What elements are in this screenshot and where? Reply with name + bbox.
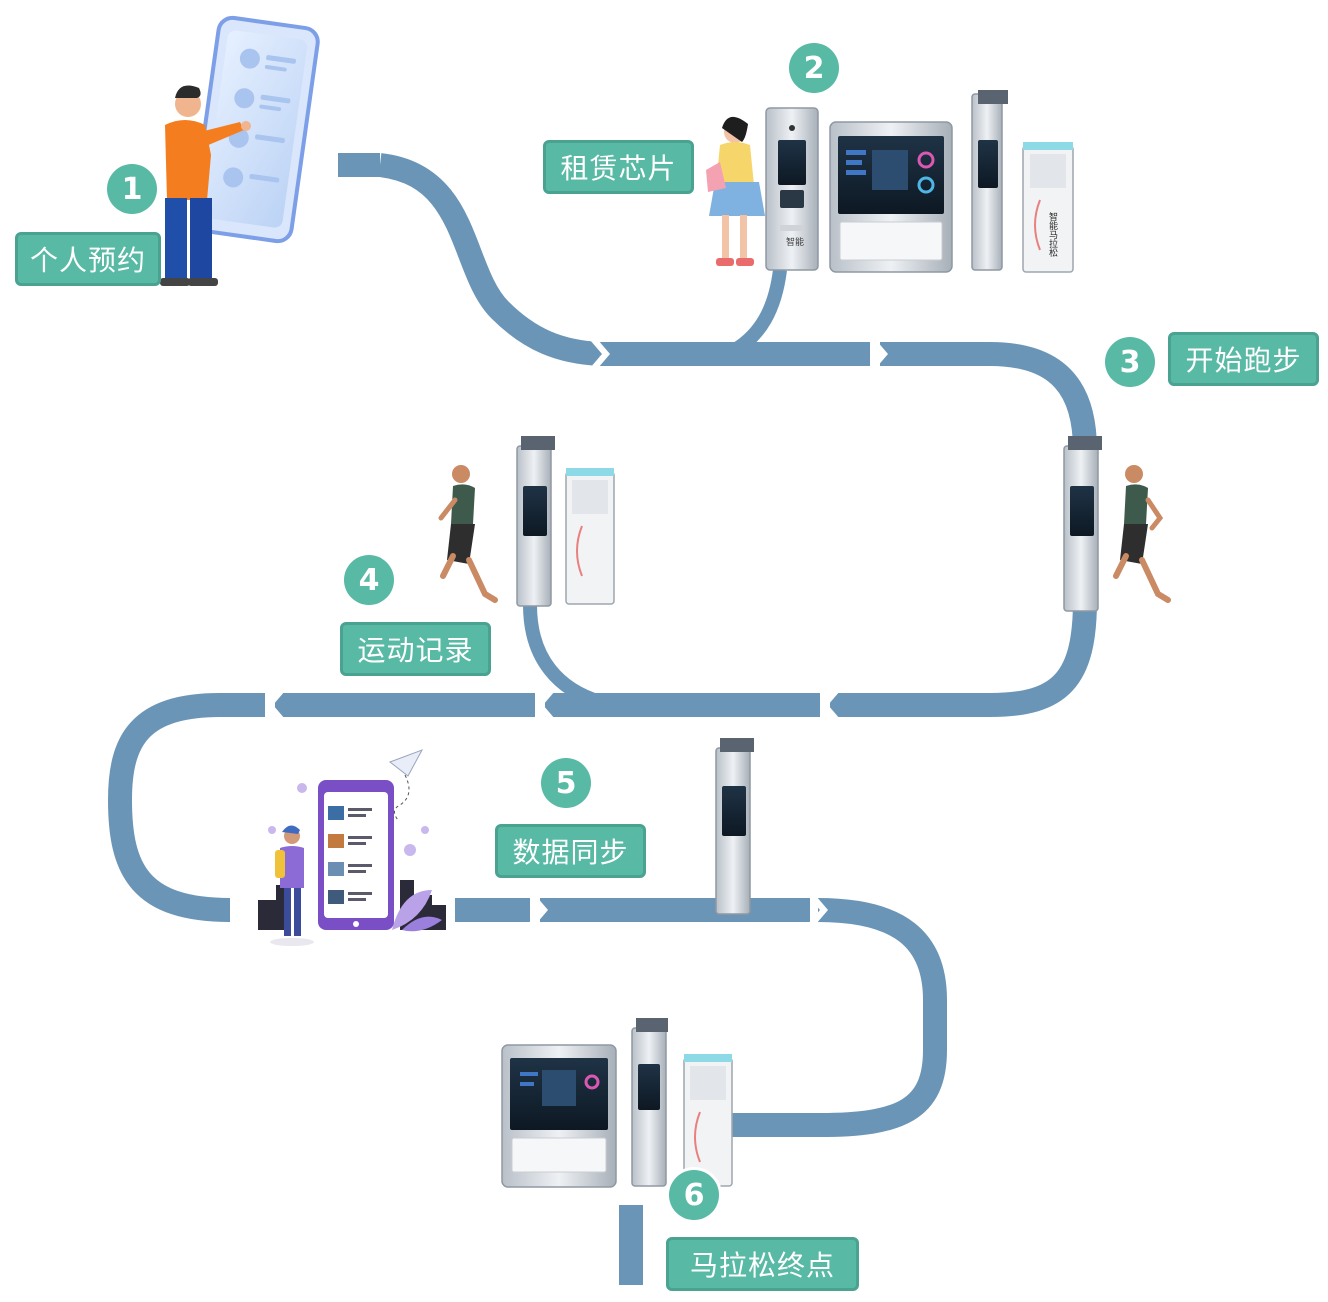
kiosk-brand-text: 智能 <box>786 236 804 248</box>
finish-kiosk-group <box>501 1018 733 1188</box>
runner-figure-right <box>1113 465 1171 603</box>
runner-figure-left <box>438 465 498 603</box>
step-4-label: 运动记录 <box>340 622 491 676</box>
step-2-number: 2 <box>789 43 839 93</box>
step-3-label: 开始跑步 <box>1168 332 1319 386</box>
step-3-number: 3 <box>1105 337 1155 387</box>
step-2-label: 租赁芯片 <box>543 140 694 194</box>
runner-with-gate-and-cabinet <box>438 436 615 607</box>
gate-pillar <box>715 738 754 915</box>
runner-with-gate <box>1063 436 1171 612</box>
step-1-number: 1 <box>107 164 157 214</box>
step-5-number: 5 <box>541 758 591 808</box>
phone-app-illustration <box>258 749 446 946</box>
step-6-number: 6 <box>669 1170 719 1220</box>
step-6-label: 马拉松终点 <box>666 1237 859 1291</box>
cabinet-sign-text: 智能马拉松 <box>1047 211 1058 258</box>
step-1-label: 个人预约 <box>15 232 161 286</box>
step-4-number: 4 <box>344 555 394 605</box>
woman-figure <box>706 116 765 266</box>
route-chevrons <box>265 340 888 924</box>
chip-rental-kiosk-group: 智能 智能马拉松 <box>706 90 1074 273</box>
step-5-label: 数据同步 <box>495 824 646 878</box>
person-with-phone-illustration <box>160 15 320 286</box>
